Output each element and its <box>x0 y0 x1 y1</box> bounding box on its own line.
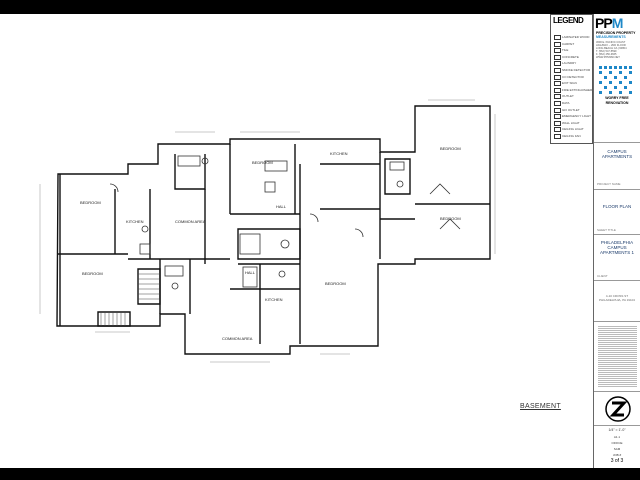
room-label: HALL <box>276 204 287 209</box>
client-caption: CLIENT <box>597 274 608 278</box>
legend-symbol-icon <box>554 81 561 87</box>
address-line: HIGHWAY – 2ND FLOOR <box>596 44 626 47</box>
legend-item: GFI OUTLET <box>562 107 580 112</box>
room-label: BEDROOM <box>80 200 101 205</box>
room-label: BEDROOM <box>325 281 346 286</box>
room-label: BEDROOM <box>440 146 461 151</box>
legend-symbol-icon <box>554 48 561 54</box>
room-label: KITCHEN <box>265 297 283 302</box>
project-caption: PROJECT NAME <box>597 182 621 186</box>
legend-item: CEILING FAN <box>562 134 581 138</box>
legend-symbol-icon <box>554 107 561 113</box>
legend-item: EMERGENCY LIGHT <box>562 114 591 119</box>
project-address: 4-10 CROSS ST PHILADELPHIA, PA 19104 <box>599 294 635 302</box>
room-label: KITCHEN <box>126 219 144 224</box>
room-label: KITCHEN <box>330 151 348 156</box>
legend-symbol-icon <box>554 101 561 106</box>
sheet-level-label: BASEMENT <box>520 403 561 410</box>
legend-item: TILE <box>562 48 569 53</box>
partner-logo <box>599 66 632 94</box>
legend-item: SMOKE DETECTOR <box>562 68 591 72</box>
legend-symbol-icon <box>554 61 561 67</box>
client-name: PHILADELPHIA CAMPUS APARTMENTS 1 <box>599 240 635 255</box>
legend-item: LAMINATED WOOD <box>562 35 590 39</box>
drawing-sheet: BEDROOM KITCHEN COMMON AREA BEDROOM BEDR… <box>0 14 640 468</box>
address-line: 3600 E. PACIFIC COAST <box>596 41 626 44</box>
legend-item: CARPET <box>562 41 575 46</box>
north-arrow-icon <box>605 396 631 422</box>
legend-symbol-icon <box>554 54 561 60</box>
address-line: LONG BEACH CA | 90804 <box>596 47 627 50</box>
address-line: F. (562) 456-3665 <box>596 53 617 56</box>
legend-symbol-icon <box>554 127 561 133</box>
floor-plan-drawing <box>39 99 496 363</box>
project-name: CAMPUS APARTMENTS <box>601 149 633 159</box>
legend-item: EXIT SIGN <box>562 81 577 86</box>
sheet-title: FLOOR PLAN <box>602 204 632 209</box>
legend-symbol-icon <box>554 134 561 139</box>
legend-item: CO DETECTOR <box>562 74 584 79</box>
revision-field: A1.1 <box>613 435 621 439</box>
legend-symbol-icon <box>554 120 561 126</box>
scale-value: 1/4" = 1'-0" <box>608 428 626 432</box>
revision-field: JOB # <box>612 453 622 457</box>
sheet-number: 3 of 3 <box>610 458 624 464</box>
revision-field: OFFICE <box>611 441 623 445</box>
legend-item: LAUNDRY <box>562 61 577 66</box>
notes-block <box>598 325 637 387</box>
legend-symbol-icon <box>554 41 561 47</box>
legend-item: OUTLET <box>562 94 574 99</box>
room-label: BEDROOM <box>440 216 461 221</box>
room-label: BEDROOM <box>252 160 273 165</box>
legend-symbol-icon <box>554 87 561 93</box>
legend-title: LEGEND <box>553 16 584 25</box>
legend-symbol-icon <box>554 114 561 120</box>
legend-symbol-icon <box>554 35 561 40</box>
legend-item: FIRE EXTINGUISHER <box>562 87 593 92</box>
title-block: PPM PRECISION PROPERTY MEASUREMENTS 3600… <box>593 14 640 468</box>
legend-item: CONCRETE <box>562 54 579 59</box>
legend-item: WALL LIGHT <box>562 120 580 125</box>
company-logo: PPM <box>595 15 623 31</box>
room-label: COMMON AREA <box>175 219 206 224</box>
sheet-caption: SHEET TITLE <box>597 228 616 232</box>
legend-item: DATA <box>562 101 570 105</box>
partner-text: WORRY FREE RENOVATION <box>605 96 629 105</box>
revision-field: SAM <box>613 447 621 451</box>
company-name-2: MEASUREMENTS <box>596 35 626 39</box>
room-label: HALL <box>245 270 256 275</box>
legend-symbol-icon <box>554 74 561 80</box>
company-name: PRECISION PROPERTY <box>596 31 636 35</box>
legend-symbol-icon <box>554 68 561 73</box>
address-line: T. (562) 547-5599 <box>596 50 617 53</box>
address-line: WWW.PPM360.NET <box>596 56 620 59</box>
room-label: BEDROOM <box>82 271 103 276</box>
legend-item: CEILING LIGHT <box>562 127 584 132</box>
legend-symbol-icon <box>554 94 561 100</box>
room-label: COMMON AREA <box>222 336 253 341</box>
